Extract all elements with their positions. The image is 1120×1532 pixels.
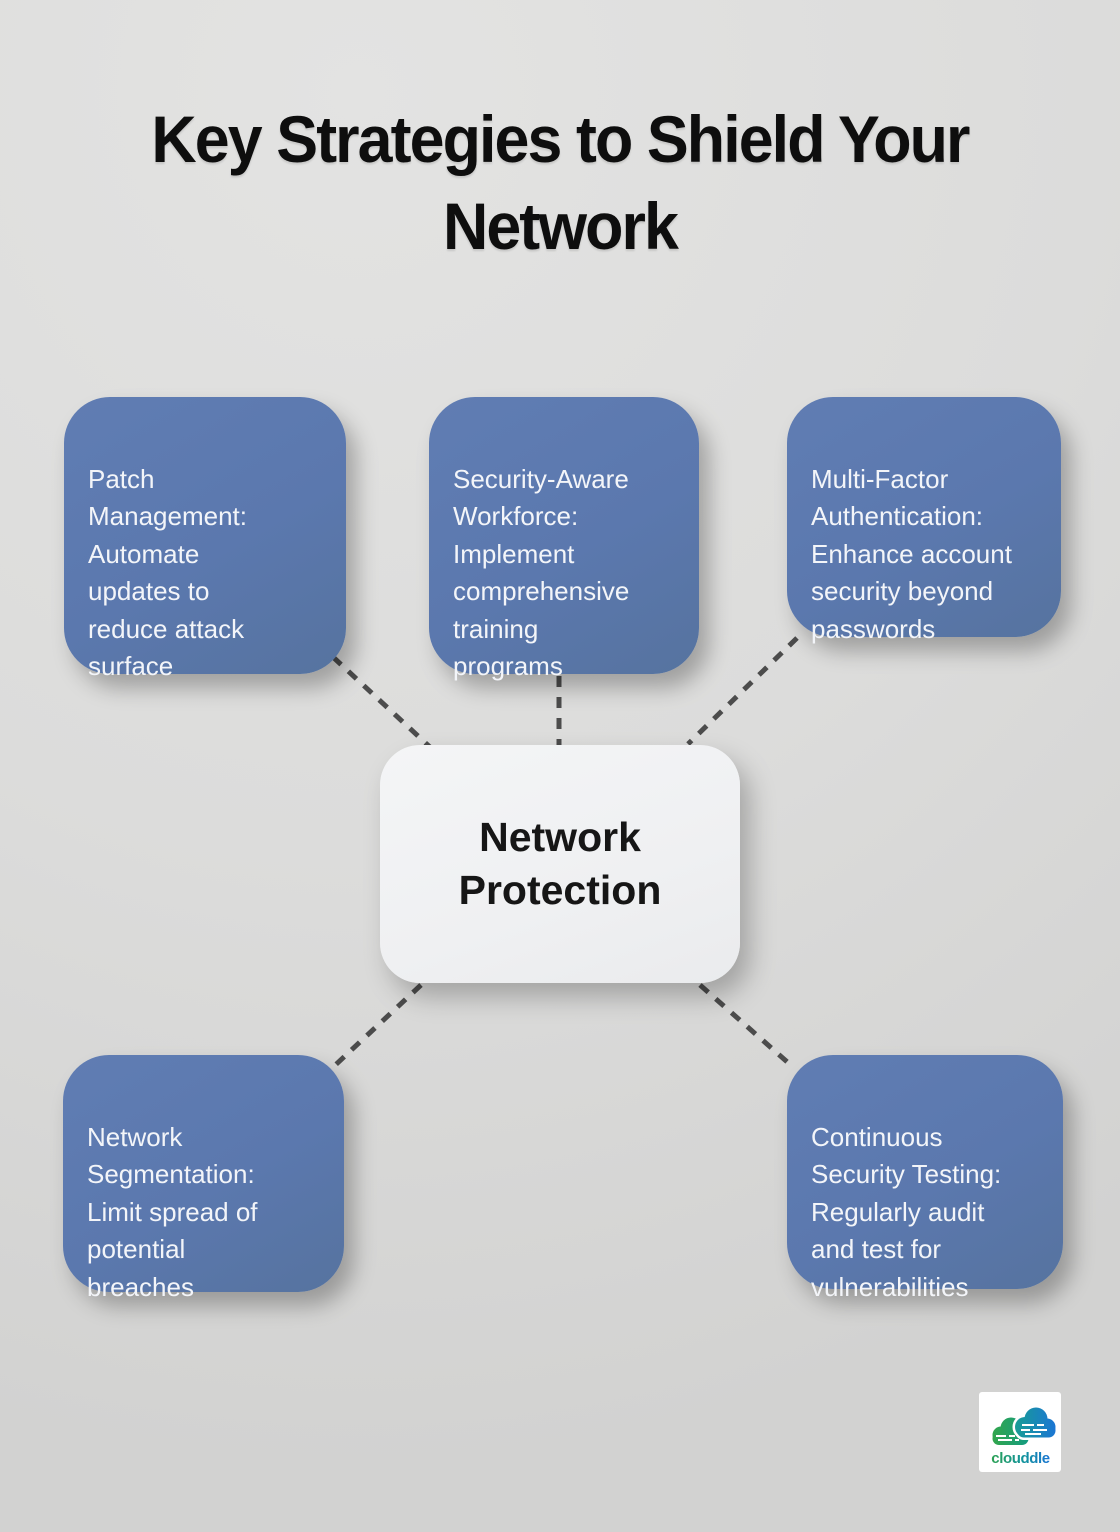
node-network-segmentation-label: Network Segmentation: Limit spread of po… bbox=[87, 1121, 258, 1302]
cloud-speed-lines bbox=[996, 1435, 1019, 1441]
cloud-speed-lines bbox=[1021, 1424, 1047, 1435]
node-network-protection: Network Protection bbox=[380, 745, 740, 983]
logo-wordmark: clouddle bbox=[991, 1450, 1050, 1467]
node-security-aware-workforce: Security-Aware Workforce: Implement comp… bbox=[429, 397, 699, 681]
node-security-aware-workforce-label: Security-Aware Workforce: Implement comp… bbox=[453, 463, 630, 682]
page-title: Key Strategies to Shield Your Network bbox=[151, 102, 970, 263]
connector-line-patch-management bbox=[331, 655, 434, 751]
logo-clouddle: clouddle bbox=[979, 1392, 1061, 1472]
node-patch-management: Patch Management: Automate updates to re… bbox=[64, 397, 346, 681]
connector-line-continuous-security-testing bbox=[698, 983, 795, 1069]
connector-line-network-segmentation bbox=[328, 983, 423, 1072]
node-patch-management-label: Patch Management: Automate updates to re… bbox=[88, 463, 247, 682]
node-multi-factor-authentication-label: Multi-Factor Authentication: Enhance acc… bbox=[811, 463, 1012, 644]
node-continuous-security-testing-label: Continuous Security Testing: Regularly a… bbox=[811, 1121, 1002, 1302]
connector-line-multi-factor-authentication bbox=[686, 636, 799, 746]
node-multi-factor-authentication: Multi-Factor Authentication: Enhance acc… bbox=[787, 397, 1061, 644]
node-network-protection-label: Network Protection bbox=[458, 814, 662, 913]
node-continuous-security-testing: Continuous Security Testing: Regularly a… bbox=[787, 1055, 1063, 1302]
cloud-icon: clouddle bbox=[991, 1405, 1058, 1467]
node-network-segmentation: Network Segmentation: Limit spread of po… bbox=[63, 1055, 344, 1302]
